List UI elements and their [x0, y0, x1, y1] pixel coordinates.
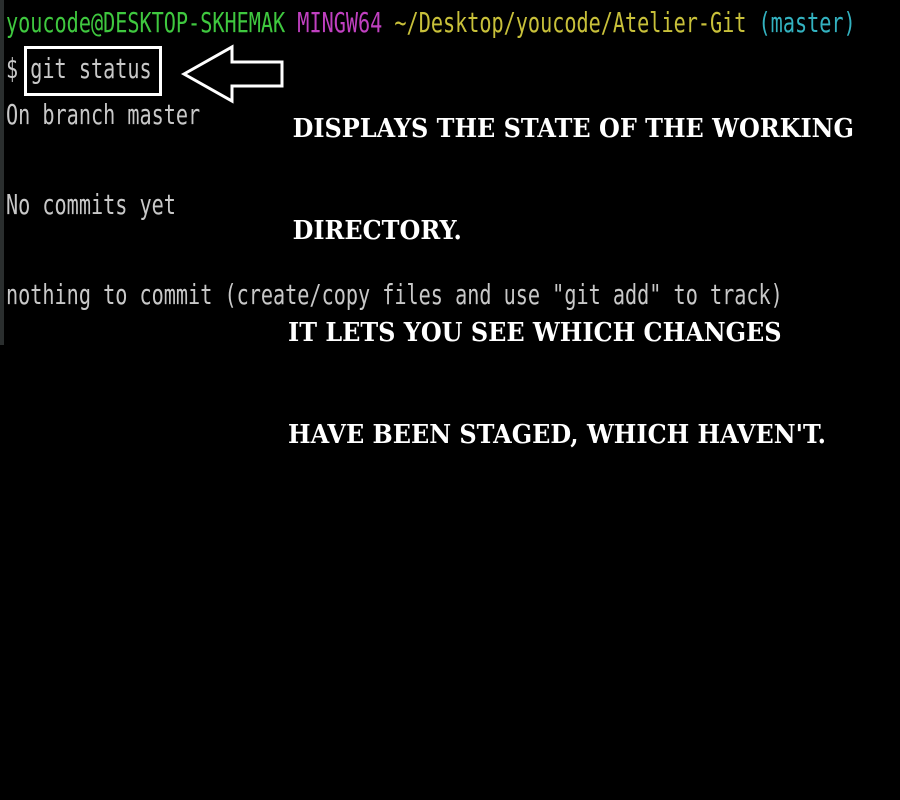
annotation-line: It lets you see which changes: [288, 318, 782, 348]
command-highlight-box: [24, 46, 162, 96]
prompt-env: MINGW64: [297, 6, 383, 39]
prompt-branch: (master): [758, 6, 856, 39]
output-line: nothing to commit (create/copy files and…: [6, 278, 783, 311]
command-text: git status: [30, 52, 152, 85]
prompt-line: youcode@DESKTOP-SKHEMAK MINGW64 ~/Deskto…: [6, 6, 856, 40]
annotation-text: Displays the state of the working direct…: [288, 44, 854, 520]
prompt-user-host: youcode@DESKTOP-SKHEMAK: [6, 6, 286, 39]
annotation-line: have been staged, which haven't.: [288, 420, 827, 450]
command-line[interactable]: $ git status: [6, 52, 152, 86]
output-line: No commits yet: [6, 188, 176, 221]
annotation-line: Displays the state of the working: [292, 114, 854, 144]
prompt-path: ~/Desktop/youcode/Atelier-Git: [394, 6, 747, 39]
annotation-line: directory.: [292, 216, 462, 246]
left-arrow-icon: [180, 44, 284, 104]
output-line: On branch master: [6, 98, 201, 131]
scrollbar-edge: [0, 0, 4, 345]
prompt-symbol: $: [6, 52, 19, 85]
